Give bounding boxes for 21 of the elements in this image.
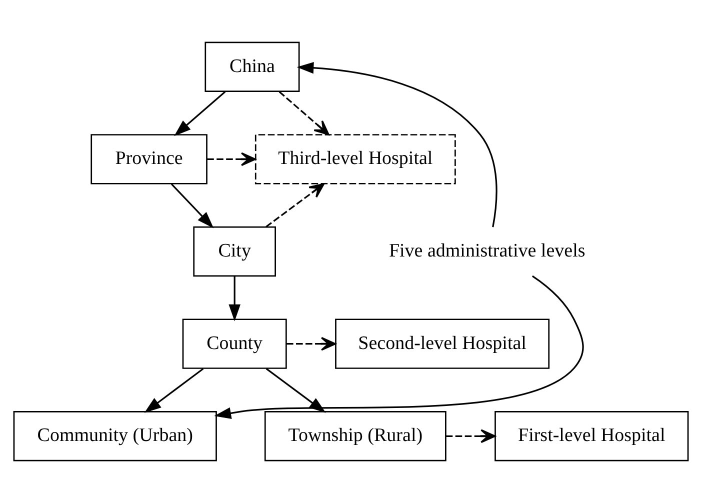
node-box: Third-level Hospital — [254, 134, 456, 184]
arrow — [207, 152, 256, 166]
node-box: Second-level Hospital — [335, 318, 550, 368]
node-box: Province — [90, 134, 208, 184]
arrow — [278, 90, 330, 135]
node-box: Township (Rural) — [264, 410, 446, 461]
arrow — [296, 61, 498, 227]
arrow — [266, 182, 324, 227]
arrow — [214, 274, 584, 418]
arrow — [446, 428, 496, 443]
node-box: First-level Hospital — [494, 410, 689, 461]
arrow — [286, 336, 336, 350]
arrow — [144, 368, 204, 412]
arrow — [170, 183, 214, 228]
arrow — [228, 276, 240, 321]
node-box: City — [193, 226, 276, 276]
node-box: Community (Urban) — [13, 410, 217, 461]
node-box: China — [204, 41, 300, 92]
node-text: Five administrative levels — [388, 240, 586, 262]
arrow — [174, 90, 226, 136]
node-box: County — [182, 318, 287, 368]
